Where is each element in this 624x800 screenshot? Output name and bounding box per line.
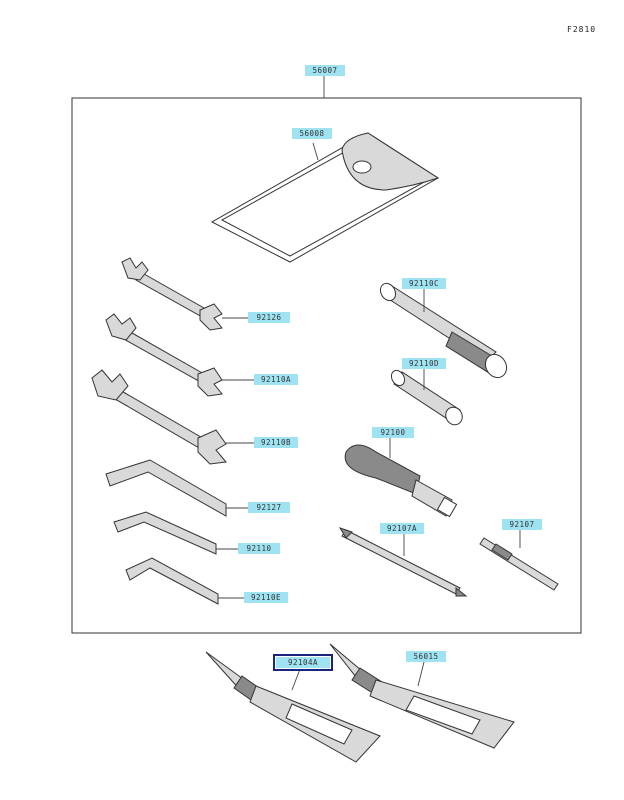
box-wrench-b-drawing: [390, 368, 463, 426]
part-label-92104a[interactable]: 92104A: [273, 654, 333, 671]
part-label-92127[interactable]: 92127: [248, 502, 290, 513]
wrench-c-drawing: [91, 369, 254, 465]
part-label-92110b[interactable]: 92110B: [254, 437, 298, 448]
part-label-92107a[interactable]: 92107A: [380, 523, 424, 534]
hex-key-b-drawing: [113, 511, 238, 555]
part-label-92100[interactable]: 92100: [372, 427, 414, 438]
wrench-a-drawing: [121, 257, 248, 331]
kit-frame: [71, 97, 582, 634]
part-label-92107[interactable]: 92107: [502, 519, 542, 530]
hex-key-c-drawing: [125, 557, 244, 605]
part-label-92110[interactable]: 92110: [238, 543, 280, 554]
part-label-92110e[interactable]: 92110E: [244, 592, 288, 603]
part-label-92110c[interactable]: 92110C: [402, 278, 446, 289]
part-label-56008[interactable]: 56008: [292, 128, 332, 139]
part-label-92126[interactable]: 92126: [248, 312, 290, 323]
part-label-56007[interactable]: 56007: [305, 65, 345, 76]
screwdriver-b-drawing: [479, 530, 559, 591]
pouch-drawing: [210, 132, 440, 263]
part-label-92110a[interactable]: 92110A: [254, 374, 298, 385]
hex-key-a-drawing: [105, 459, 248, 517]
wrench-b-drawing: [105, 313, 254, 397]
grease-tube-a-drawing: [205, 651, 381, 763]
grease-tube-b-drawing: [329, 643, 515, 749]
part-label-56015[interactable]: 56015: [406, 651, 446, 662]
part-label-92110d[interactable]: 92110D: [402, 358, 446, 369]
figure-code: F2810: [567, 25, 597, 34]
handle-drawing: [344, 438, 458, 518]
screwdriver-a-drawing: [338, 527, 468, 597]
box-wrench-a-drawing: [379, 282, 508, 379]
